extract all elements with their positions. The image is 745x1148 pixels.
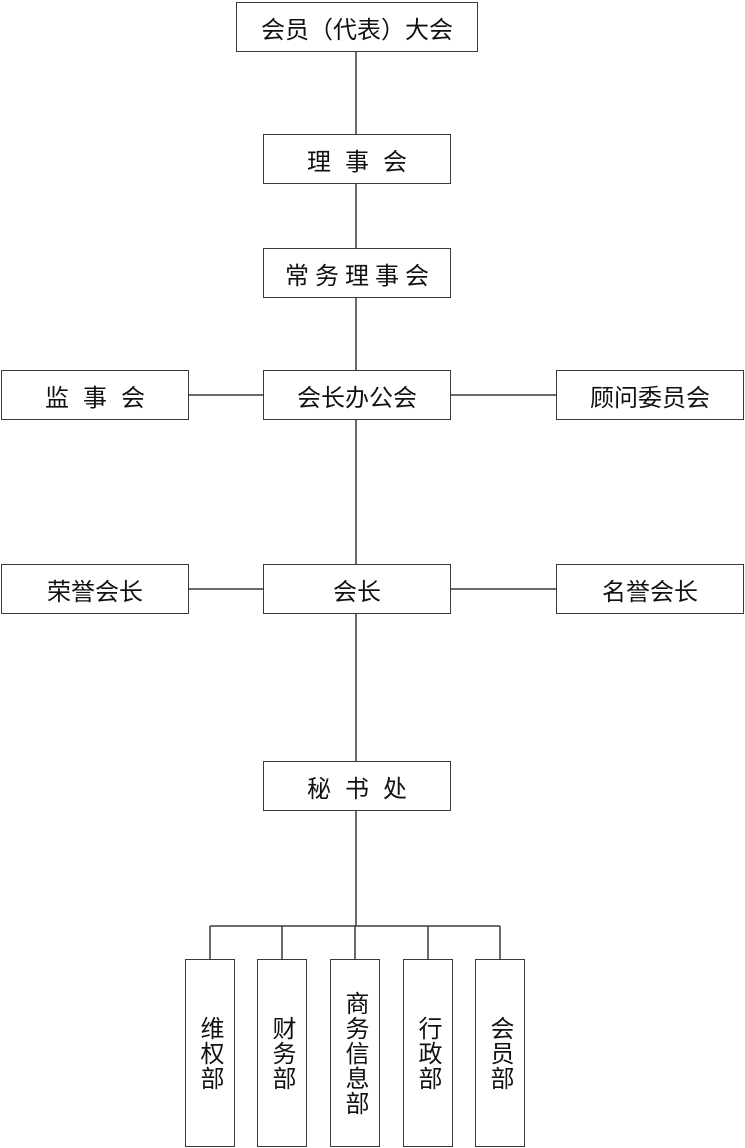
node-emeritus-president: 名誉会长 xyxy=(556,564,744,614)
node-honorary-president: 荣誉会长 xyxy=(1,564,189,614)
department-box: 财务部 xyxy=(257,959,307,1147)
department-box: 维权部 xyxy=(185,959,235,1147)
node-standing-council: 常务理事会 xyxy=(263,248,451,298)
node-president: 会长 xyxy=(263,564,451,614)
department-box: 商务信息部 xyxy=(330,959,380,1147)
node-secretariat: 秘书处 xyxy=(263,761,451,811)
node-presidents-office: 会长办公会 xyxy=(263,370,451,420)
node-general-assembly: 会员（代表）大会 xyxy=(236,2,478,52)
node-advisory-committee: 顾问委员会 xyxy=(556,370,744,420)
department-box: 行政部 xyxy=(403,959,453,1147)
department-box: 会员部 xyxy=(475,959,525,1147)
node-supervisory-board: 监事会 xyxy=(1,370,189,420)
node-council: 理事会 xyxy=(263,134,451,184)
